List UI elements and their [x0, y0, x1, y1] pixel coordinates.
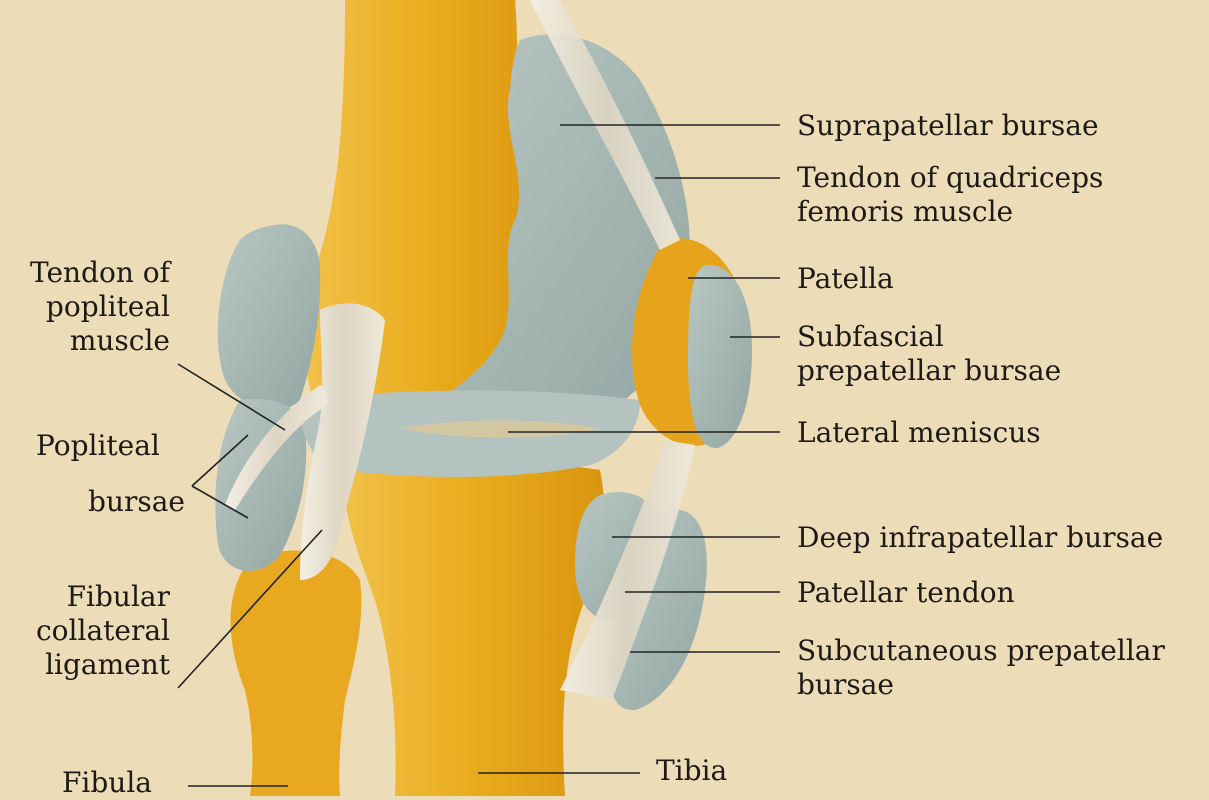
- label-patellar-tendon: Patellar tendon: [797, 576, 1015, 610]
- label-popliteal-muscle-tendon: Tendon of popliteal muscle: [0, 256, 170, 358]
- label-lateral-meniscus: Lateral meniscus: [797, 416, 1041, 450]
- label-patella: Patella: [797, 262, 894, 296]
- label-tibia: Tibia: [656, 754, 727, 788]
- label-suprapatellar-bursae: Suprapatellar bursae: [797, 109, 1099, 143]
- label-quadriceps-tendon: Tendon of quadriceps femoris muscle: [797, 161, 1103, 229]
- popliteal-bursa-upper-shape: [218, 224, 320, 410]
- label-popliteal-bursae: Popliteal bursae: [0, 418, 185, 530]
- label-deep-infrapatellar-bursae: Deep infrapatellar bursae: [797, 521, 1163, 555]
- label-subcutaneous-prepatellar-bursae: Subcutaneous prepatellar bursae: [797, 634, 1165, 702]
- label-subfascial-prepatellar-bursae: Subfascial prepatellar bursae: [797, 320, 1061, 388]
- fibula-shape: [231, 550, 362, 796]
- tibia-shape: [340, 459, 604, 796]
- label-fibula: Fibula: [62, 766, 152, 800]
- label-fibular-collateral-ligament: Fibular collateral ligament: [0, 580, 170, 682]
- subfascial-prepatellar-bursa-shape: [688, 265, 752, 448]
